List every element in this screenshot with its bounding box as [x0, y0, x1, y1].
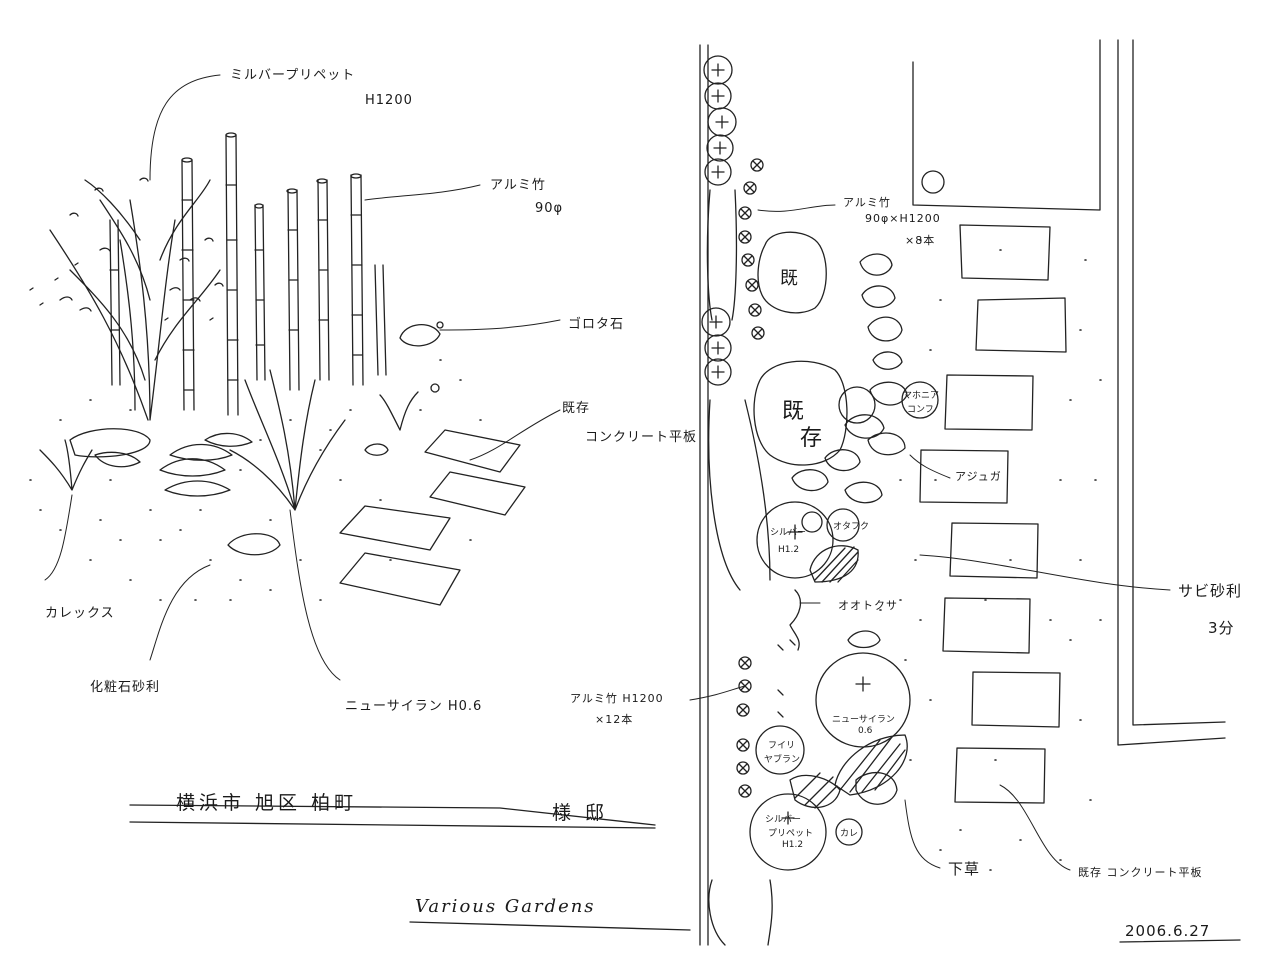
plan-rust-gravel-2: 3分	[1208, 619, 1235, 637]
plan-dwarf-1: フイリ	[768, 741, 796, 751]
address-underline-2	[129, 821, 656, 829]
label-silver-privet: ミルバープリペット	[230, 68, 356, 83]
label-paving-line2: コンクリート平板	[585, 430, 698, 445]
plan-mahonia-2: コンフ	[907, 405, 934, 415]
privet-branches	[29, 177, 224, 421]
plan-kare: カレ	[840, 829, 859, 839]
plan-existing-tree-b1: 既	[782, 399, 806, 424]
label-new-zealand-flax: ニューサイラン H0.6	[345, 699, 483, 714]
stepping-slabs	[339, 429, 526, 606]
plan-bamboo-low-2: ×12本	[595, 713, 634, 726]
label-aluminum-bamboo-spec: 90φ	[535, 201, 564, 216]
plan-privet-1-height: H1.2	[778, 545, 800, 555]
plan-bamboo-top-1: アルミ竹	[843, 196, 891, 209]
label-silver-privet-height: H1200	[365, 93, 413, 108]
plan-paving-bottom: 既存 コンクリート平板	[1078, 866, 1203, 879]
plan-shrubs	[749, 501, 911, 871]
label-paving-line1: 既存	[562, 401, 591, 416]
plan-privet-1-name: シルバー	[770, 528, 807, 538]
grass-clumps	[39, 369, 419, 511]
brand-name: Various Gardens	[415, 896, 596, 917]
plan-mahonia-1: マホニア	[903, 391, 940, 401]
boundary-wall	[699, 44, 709, 946]
plan-existing-tree-a: 既	[780, 268, 799, 289]
plan-privet-2-3: H1.2	[782, 840, 804, 850]
plan-flax-1: ニューサイラン	[832, 715, 895, 725]
ground-stipple	[29, 359, 482, 601]
plan-bamboo-low-1: アルミ竹 H1200	[570, 692, 664, 705]
label-goro-stone: ゴロタ石	[568, 317, 625, 332]
rocks	[69, 321, 444, 556]
date-underline	[1119, 939, 1241, 943]
leader-lines-plan	[689, 204, 1171, 871]
plan-privet-2-2: プリペット	[768, 829, 814, 839]
plan-existing-tree-b2: 存	[800, 426, 824, 451]
mahonia-shrubs	[801, 381, 939, 542]
date: 2006.6.27	[1125, 922, 1211, 940]
bamboo-poles	[109, 132, 387, 416]
paving-slabs	[919, 224, 1067, 804]
plan-bamboo-top-3: ×8本	[905, 234, 936, 247]
flax-leaves	[159, 432, 253, 497]
plan-privet-2-1: シルバー	[765, 815, 802, 825]
plan-dwarf-2: ヤブラン	[764, 755, 801, 765]
plan-rust-gravel-1: サビ砂利	[1178, 582, 1243, 600]
plan-stipple	[879, 239, 1102, 871]
brand-underline	[409, 921, 691, 931]
plan-flax-2: 0.6	[858, 726, 873, 736]
plan-undergrowth: 下草	[948, 860, 981, 878]
address-underline	[129, 804, 656, 826]
leader-lines-left	[44, 74, 561, 681]
bamboo-markers	[736, 158, 796, 798]
label-gravel: 化粧石砂利	[90, 680, 161, 695]
plan-bamboo-top-2: 90φ×H1200	[865, 212, 941, 225]
address: 横浜市 旭区 柏町	[176, 792, 358, 814]
label-carex: カレックス	[45, 606, 115, 621]
client-name: 様 邸	[552, 802, 609, 824]
building-outline	[912, 39, 1226, 746]
plan-ookamome: オオトクサ	[838, 599, 898, 612]
plan-ajuga: アジュガ	[955, 470, 1002, 483]
plan-otafuku: オタフク	[833, 522, 870, 532]
hedge	[701, 55, 773, 946]
stone-chain	[791, 253, 908, 805]
label-aluminum-bamboo: アルミ竹	[490, 178, 546, 193]
hatched-beds	[789, 545, 908, 809]
